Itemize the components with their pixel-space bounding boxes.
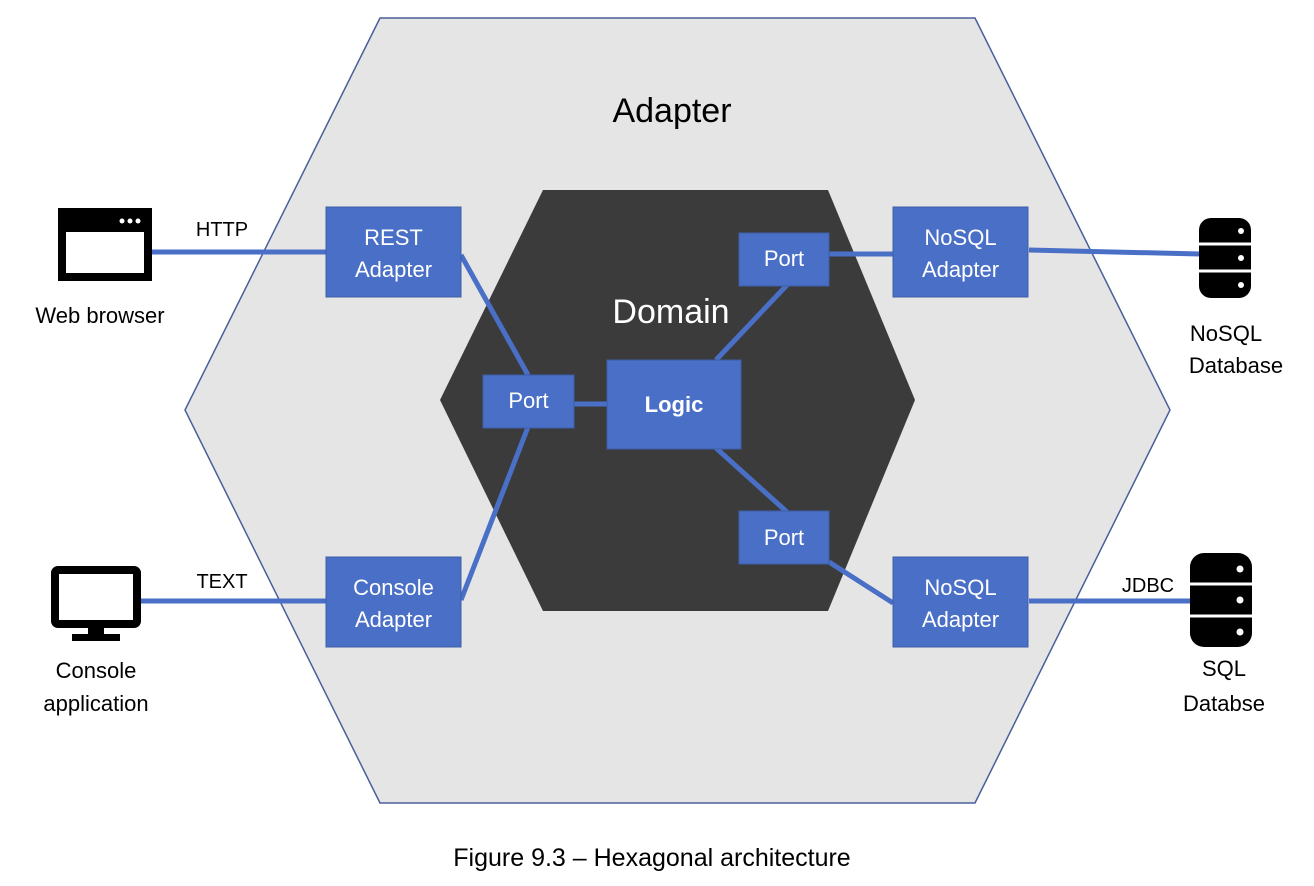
figure-caption: Figure 9.3 – Hexagonal architecture xyxy=(453,844,850,872)
port-bottom-to-nosql-connector xyxy=(827,559,895,606)
port-bottom: Port xyxy=(738,510,830,565)
nosql-adapter-bottom: NoSQL Adapter xyxy=(892,556,1029,648)
nosql-adapter-bottom-label-line2: Adapter xyxy=(922,607,999,632)
logic-label: Logic xyxy=(645,392,704,417)
port-left-label: Port xyxy=(508,388,548,413)
port-left: Port xyxy=(482,374,575,429)
nosql-database-label-line1: NoSQL xyxy=(1190,321,1262,346)
monitor-icon xyxy=(51,566,141,641)
sql-database-label-line2: Databse xyxy=(1183,691,1265,716)
nosql-to-db-connector xyxy=(1028,247,1201,257)
rest-adapter-label-line1: REST xyxy=(364,225,423,250)
text-label: TEXT xyxy=(196,571,247,593)
adapter-title: Adapter xyxy=(612,92,731,130)
nosql-adapter-top: NoSQL Adapter xyxy=(892,206,1029,298)
http-label: HTTP xyxy=(196,219,248,241)
nosql-adapter-top-label-line2: Adapter xyxy=(922,257,999,282)
console-adapter-label-line1: Console xyxy=(353,575,434,600)
console-adapter: Console Adapter xyxy=(325,556,462,648)
console-adapter-label-line2: Adapter xyxy=(355,607,432,632)
port-top: Port xyxy=(738,232,830,287)
nosql-adapter-bottom-label-line1: NoSQL xyxy=(924,575,996,600)
nosql-database-label-line2: Database xyxy=(1189,353,1283,378)
database-icon xyxy=(1190,553,1252,647)
sql-database-label-line1: SQL xyxy=(1202,656,1246,681)
rest-adapter: REST Adapter xyxy=(325,206,462,298)
logic-box: Logic xyxy=(606,359,742,450)
domain-title: Domain xyxy=(612,293,729,331)
console-app-label-line1: Console xyxy=(56,658,137,683)
jdbc-label: JDBC xyxy=(1122,575,1174,597)
console-app-label-line2: application xyxy=(43,691,148,716)
database-icon xyxy=(1199,218,1251,298)
web-browser-label: Web browser xyxy=(35,303,164,328)
logic-to-port-top-connector xyxy=(714,283,789,362)
port-top-label: Port xyxy=(764,246,804,271)
rest-adapter-label-line2: Adapter xyxy=(355,257,432,282)
browser-window-icon xyxy=(58,208,152,281)
rest-to-port-connector xyxy=(458,253,531,377)
console-to-port-connector xyxy=(458,426,531,601)
nosql-adapter-top-label-line1: NoSQL xyxy=(924,225,996,250)
port-bottom-label: Port xyxy=(764,525,804,550)
logic-to-port-bottom-connector xyxy=(714,446,789,514)
connectors xyxy=(140,247,1201,606)
